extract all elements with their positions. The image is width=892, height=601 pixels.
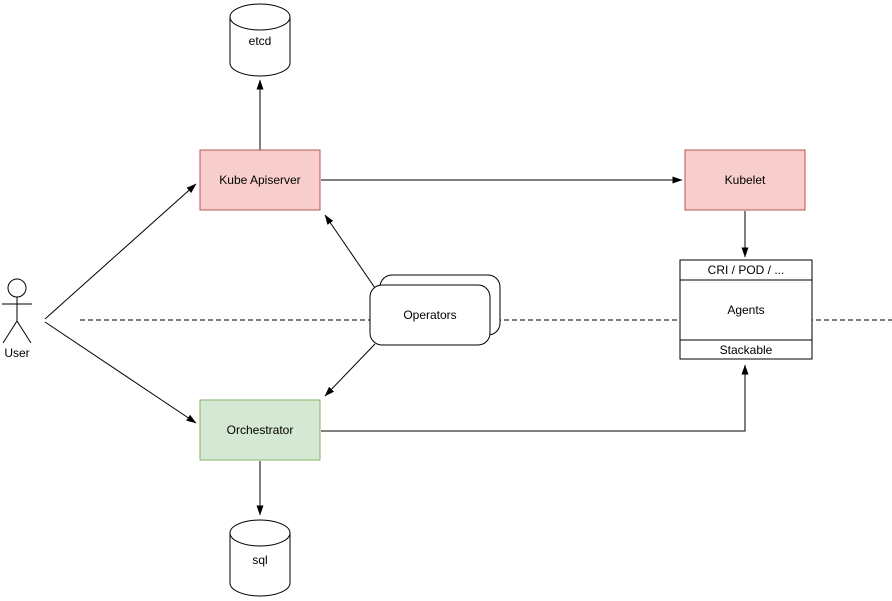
- kube-apiserver-box[interactable]: [199, 149, 321, 211]
- edge-operators-to-kube-apiserver[interactable]: [324, 214, 376, 289]
- orchestrator-label: Orchestrator: [227, 423, 294, 437]
- cri-pod-label: CRI / POD / ...: [708, 263, 785, 277]
- agents-label: Agents: [727, 303, 764, 317]
- node-kubelet[interactable]: Kubelet: [684, 149, 806, 211]
- orchestrator-box[interactable]: [199, 399, 321, 461]
- etcd-cylinder-rim: [229, 16, 291, 31]
- node-kube-apiserver[interactable]: Kube Apiserver: [199, 149, 321, 211]
- sql-cylinder-shape[interactable]: [229, 519, 291, 597]
- edge-operators-to-orchestrator[interactable]: [324, 343, 376, 397]
- node-agents-box[interactable]: CRI / POD / ... Agents Stackable: [679, 259, 813, 360]
- operators-label: Operators: [403, 308, 456, 322]
- user-label: User: [4, 346, 29, 360]
- node-etcd[interactable]: etcd: [229, 3, 291, 77]
- node-sql[interactable]: sql: [229, 519, 291, 597]
- edge-user-to-orchestrator[interactable]: [44, 321, 197, 424]
- sql-cylinder-rim: [229, 532, 291, 547]
- kube-apiserver-label: Kube Apiserver: [219, 173, 300, 187]
- node-orchestrator[interactable]: Orchestrator: [199, 399, 321, 461]
- sql-label: sql: [252, 553, 267, 567]
- kubelet-box[interactable]: [684, 149, 806, 211]
- operators-front-card[interactable]: [369, 284, 491, 346]
- edge-orchestrator-to-stackable[interactable]: [321, 364, 749, 432]
- agents-box-outline[interactable]: [679, 259, 813, 360]
- kubelet-label: Kubelet: [725, 173, 766, 187]
- etcd-cylinder-shape[interactable]: [229, 3, 291, 77]
- edges: [44, 79, 749, 516]
- node-user[interactable]: User: [2, 278, 32, 360]
- stackable-label: Stackable: [720, 343, 773, 357]
- node-operators[interactable]: Operators: [369, 274, 501, 346]
- edge-user-to-kube-apiserver[interactable]: [44, 183, 197, 320]
- user-actor-body[interactable]: [2, 297, 32, 344]
- user-actor-head[interactable]: [7, 278, 27, 298]
- etcd-label: etcd: [249, 34, 272, 48]
